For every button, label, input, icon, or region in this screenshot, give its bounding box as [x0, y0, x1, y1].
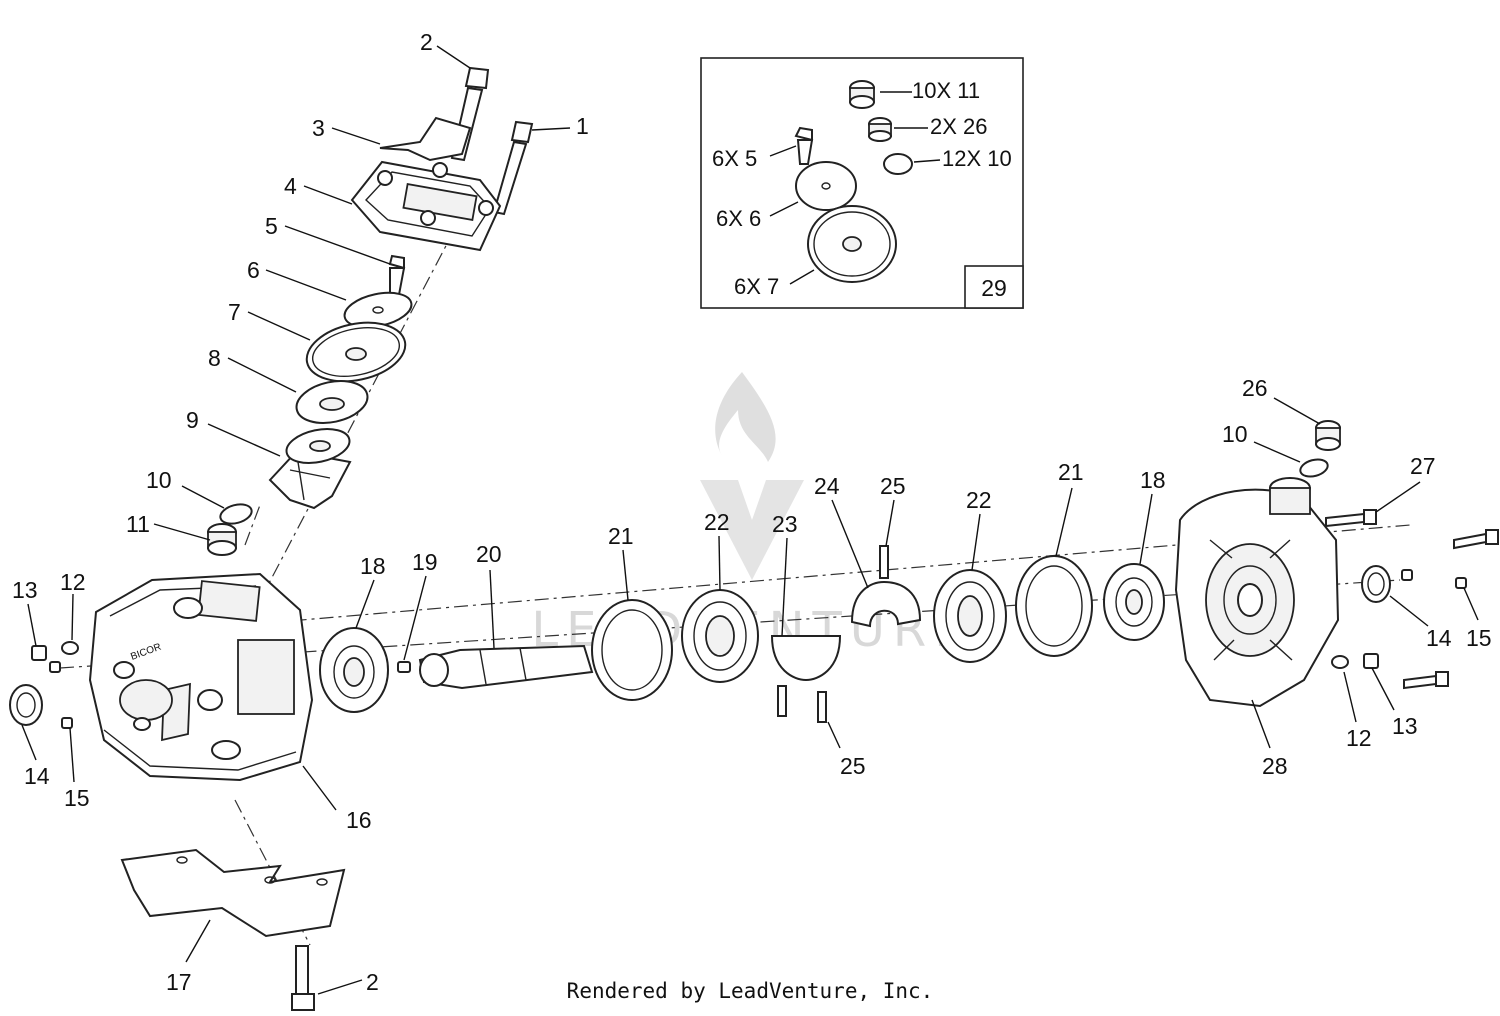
callout-14-right: 14 [1426, 625, 1452, 651]
callout-21-left: 21 [608, 523, 634, 549]
check-valve [207, 523, 237, 556]
rod-bolts-lower [777, 685, 827, 723]
diaphragm-backer [295, 380, 369, 424]
diaphragm [305, 321, 407, 383]
kit-check-valve-11 [849, 80, 875, 109]
end-cover-bolts [1325, 509, 1499, 690]
callout-8: 8 [208, 345, 221, 371]
callout-12-right: 12 [1346, 725, 1372, 751]
kit-label-6x7: 6X 7 [734, 274, 779, 299]
callout-24: 24 [814, 473, 840, 499]
kit-washer-6 [795, 161, 857, 211]
kit-label-10x11: 10X 11 [912, 78, 980, 103]
callout-15-right: 15 [1466, 625, 1492, 651]
kit-o-ring-10 [883, 153, 913, 175]
connecting-rod-lower [770, 635, 842, 682]
callout-labels: 2 1 3 4 5 6 7 8 9 10 11 13 12 18 19 20 2… [12, 29, 1492, 995]
callout-17: 17 [166, 969, 192, 995]
connecting-rod-upper [850, 580, 922, 628]
callout-27: 27 [1410, 453, 1436, 479]
kit-label-12x10: 12X 10 [942, 146, 1012, 171]
valve-cover [350, 160, 502, 252]
callout-12-left: 12 [60, 569, 86, 595]
callout-21-right: 21 [1058, 459, 1084, 485]
end-cover [1174, 477, 1340, 708]
callout-3: 3 [312, 115, 325, 141]
kit-diaphragm-7 [807, 205, 897, 283]
callout-15-left: 15 [64, 785, 90, 811]
callout-22-right: 22 [966, 487, 992, 513]
callout-28: 28 [1262, 753, 1288, 779]
left-fasteners [9, 641, 79, 729]
bolt-long [492, 120, 534, 216]
kit-label-6x6: 6X 6 [716, 206, 761, 231]
callout-11: 11 [126, 511, 150, 537]
bearing-mid-right [933, 569, 1007, 663]
bearing-left [319, 627, 389, 713]
callout-4: 4 [284, 173, 297, 199]
callout-2-bottom: 2 [366, 969, 379, 995]
callout-13-left: 13 [12, 577, 38, 603]
flame-logo-icon [715, 372, 776, 462]
v-logo-icon [700, 480, 804, 580]
leader-lines [21, 45, 1479, 995]
bearing-right [1103, 563, 1165, 641]
callout-7: 7 [228, 299, 241, 325]
right-check-valve [1299, 420, 1341, 478]
callout-1: 1 [576, 113, 589, 139]
mounting-bracket [120, 848, 346, 938]
rod-bolt-upper [879, 545, 889, 579]
callout-26: 26 [1242, 375, 1268, 401]
kit-check-valve-26 [868, 117, 892, 142]
kit-label-2x26: 2X 26 [930, 114, 988, 139]
grease-fitting [397, 661, 411, 673]
o-ring [219, 503, 253, 525]
callout-2-top: 2 [420, 29, 433, 55]
callout-6: 6 [247, 257, 260, 283]
callout-18-right: 18 [1140, 467, 1166, 493]
kit-number: 29 [981, 275, 1007, 301]
callout-19: 19 [412, 549, 438, 575]
callout-18-left: 18 [360, 553, 386, 579]
kit-29-box: 29 10X [700, 57, 1024, 309]
callout-22-left: 22 [704, 509, 730, 535]
callout-9: 9 [186, 407, 199, 433]
callout-10-right: 10 [1222, 421, 1248, 447]
callout-14-left: 14 [24, 763, 50, 789]
pump-housing: BICOR [88, 572, 314, 782]
seal-ring-right [1015, 555, 1093, 657]
crankshaft [418, 644, 594, 690]
seal-ring-left [591, 599, 673, 701]
callout-20: 20 [476, 541, 502, 567]
kit-label-6x5: 6X 5 [712, 146, 757, 171]
callout-16: 16 [346, 807, 372, 833]
callout-13-right: 13 [1392, 713, 1418, 739]
callout-25-top: 25 [880, 473, 906, 499]
callout-10-left: 10 [146, 467, 172, 493]
rendered-by-footer: Rendered by LeadVenture, Inc. [567, 979, 934, 1003]
callout-5: 5 [265, 213, 278, 239]
callout-25-bottom: 25 [840, 753, 866, 779]
callout-23: 23 [772, 511, 798, 537]
piston [268, 427, 352, 510]
bearing-mid-left [681, 589, 759, 683]
bolt-bottom [291, 945, 315, 1011]
bracket-plate [379, 116, 472, 162]
right-fasteners [1331, 565, 1467, 669]
kit-screw-5 [794, 126, 814, 165]
